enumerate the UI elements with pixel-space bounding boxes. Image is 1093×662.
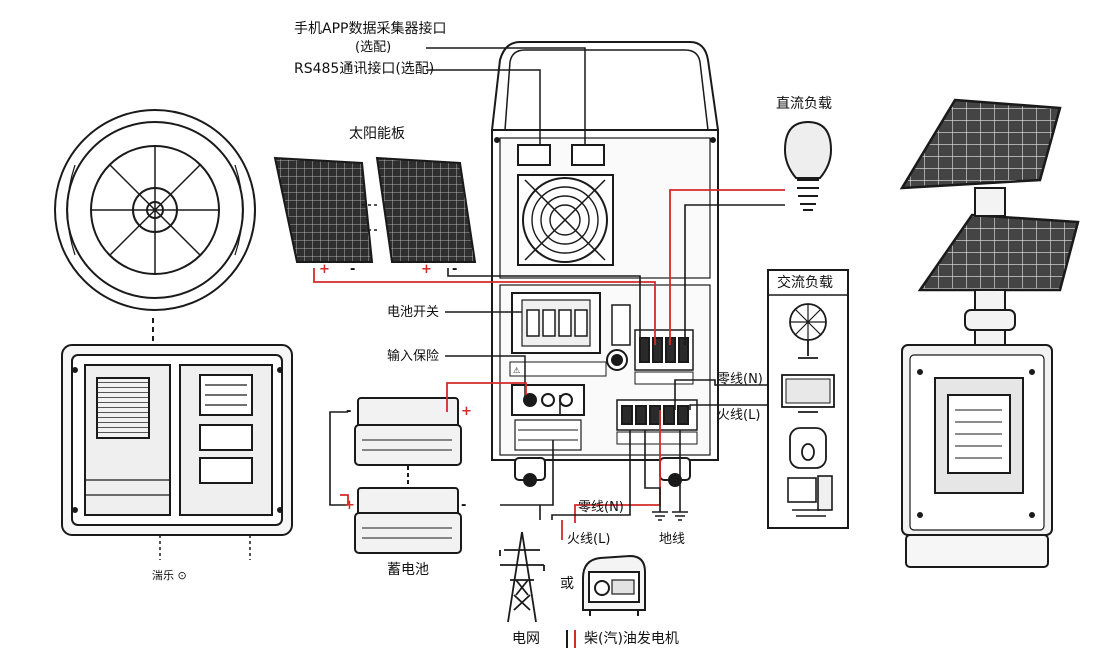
solar-plus-2: + [421,262,432,277]
computer-icon [787,475,833,517]
solar-panel-label: 太阳能板 [349,126,405,142]
battery1-plus: + [461,404,472,419]
right-solar-panel-icon [899,98,1080,292]
dc-load-label: 直流负载 [776,96,832,112]
battery2-plus: + [344,498,355,513]
ground-label: 地线 [659,532,686,547]
screen-icon [781,374,835,413]
right-cabinet [901,344,1053,568]
app-port-note: (选配) [355,40,392,55]
legend-divider [566,630,576,648]
app-port-label: 手机APP数据采集器接口 [294,21,447,37]
solar-panel-icon [273,156,477,263]
bulb-icon [783,120,833,211]
battery-switch-label: 电池开关 [387,305,440,320]
fan-icon [789,303,827,359]
black-wires [329,204,785,520]
red-wires [313,189,785,540]
input-fuse-label: 输入保险 [387,349,440,364]
ground-icon [652,511,688,521]
right-pole [964,187,1016,346]
svg-text:⚠: ⚠ [513,366,520,375]
solar-minus-2: - [452,262,458,277]
live-out-label: 火线(L) [717,408,761,423]
neutral-in-label: 零线(N) [578,500,624,515]
generator-icon [582,554,646,616]
pylon-icon [499,531,545,623]
battery-icon [354,397,462,554]
solar-plus-1: + [319,262,330,277]
left-device-caption: 湍乐 ⊙ [152,569,187,582]
ac-load-label: 交流负载 [777,275,833,291]
rice-cooker-icon [789,427,827,469]
left-inverter-box [61,344,293,560]
port-leader-lines [426,47,586,398]
grid-label: 电网 [512,631,540,647]
live-in-label: 火线(L) [567,532,611,547]
main-inverter: ⚠ [491,41,719,487]
battery2-minus: - [461,498,467,513]
neutral-out-label: 零线(N) [717,372,763,387]
solar-minus-1: - [350,262,356,277]
generator-label: 柴(汽)油发电机 [584,631,679,647]
inverter-fan-icon [517,174,614,266]
left-fan-icon [54,109,256,311]
battery-label: 蓄电池 [387,562,429,578]
battery1-minus: - [346,404,352,419]
rs485-port-label: RS485通讯接口(选配) [294,61,435,77]
or-label: 或 [560,576,574,592]
